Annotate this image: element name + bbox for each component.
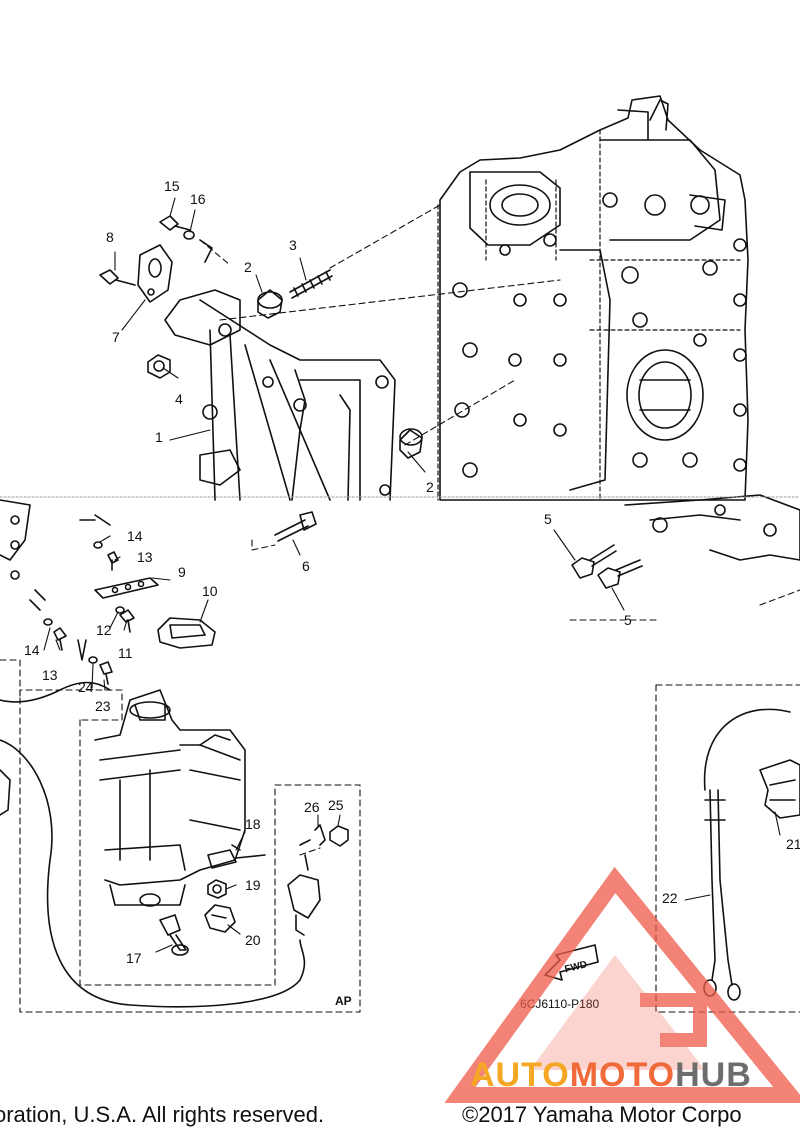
callout-22: 22 (662, 890, 678, 906)
bolt-part-6 (274, 511, 317, 542)
bolt-part-5-lower (597, 559, 643, 589)
copyright-right: ©2017 Yamaha Motor Corpo (462, 1102, 742, 1127)
washer-part-26 (314, 824, 326, 846)
engine-block (439, 95, 749, 501)
callout-13-upper: 13 (137, 549, 153, 565)
callout-14-lower: 14 (24, 642, 40, 658)
callout-26: 26 (304, 799, 320, 815)
assembly-dashed-lines (0, 204, 800, 1013)
watermark-brand: AUTOMOTOHUB (470, 1056, 752, 1095)
callout-7: 7 (112, 329, 120, 345)
lower-mount-bracket (624, 494, 800, 561)
starter-motor (94, 689, 246, 907)
cable-connector (287, 839, 321, 936)
callout-18: 18 (245, 816, 261, 832)
terminal-part-18 (207, 844, 266, 869)
stud-bolt-part-3 (289, 269, 333, 299)
leader-lines (43, 197, 781, 953)
callout-6: 6 (302, 558, 310, 574)
engine-hidden-lines (437, 129, 741, 501)
spacer-part-2-upper (257, 289, 283, 319)
callout-19: 19 (245, 877, 261, 893)
battery-cable-loop (0, 681, 306, 1008)
watermark-logo (444, 866, 800, 1103)
fwd-label: FWD (564, 959, 589, 975)
plate-part-9 (94, 577, 159, 599)
callout-24: 24 (78, 679, 94, 695)
callout-9: 9 (178, 564, 186, 580)
callout-15: 15 (164, 178, 180, 194)
copyright-left: oration, U.S.A. All rights reserved. (0, 1102, 325, 1127)
nut-part-19 (207, 879, 227, 899)
plate-part-7 (137, 244, 173, 303)
brand-hub: HUB (675, 1056, 752, 1094)
callout-11: 11 (118, 645, 133, 661)
bolt-part-5-upper (571, 544, 617, 579)
callout-2-upper: 2 (244, 259, 252, 275)
ap-label: AP (335, 994, 352, 1008)
brand-moto: MOTO (569, 1056, 676, 1094)
cover-part-20 (204, 904, 236, 933)
bolt-part-8 (99, 269, 136, 286)
callout-2-lower: 2 (426, 479, 434, 495)
callout-4: 4 (175, 391, 183, 407)
brand-auto: AUTO (470, 1056, 570, 1094)
callout-10: 10 (202, 583, 218, 599)
spacer-part-2-lower (399, 428, 423, 459)
callout-23: 23 (95, 698, 111, 714)
callout-21: 21 (786, 836, 800, 852)
callout-20: 20 (245, 932, 261, 948)
nut-part-25 (329, 825, 349, 847)
callout-17: 17 (126, 950, 142, 966)
bolt-part-15 (159, 215, 191, 231)
small-fasteners (43, 514, 135, 685)
callout-12: 12 (96, 622, 112, 638)
callout-8: 8 (106, 229, 114, 245)
left-partial-components (0, 499, 46, 816)
bolt-part-17 (159, 914, 189, 956)
holder-part-10 (157, 617, 216, 649)
callout-5-lower: 5 (624, 612, 632, 628)
cable-part-22 (703, 708, 791, 1001)
callout-13-lower: 13 (42, 667, 58, 683)
holder-part-21 (759, 759, 800, 819)
callout-25: 25 (328, 797, 344, 813)
part-code: 6CJ6110-P180 (520, 997, 599, 1011)
callout-14-upper: 14 (127, 528, 143, 544)
callout-5-upper: 5 (544, 511, 552, 527)
callout-3: 3 (289, 237, 297, 253)
callout-1: 1 (155, 429, 163, 445)
bracket-part-1 (164, 289, 396, 501)
callout-16: 16 (190, 191, 206, 207)
nut-part-4 (147, 354, 171, 379)
